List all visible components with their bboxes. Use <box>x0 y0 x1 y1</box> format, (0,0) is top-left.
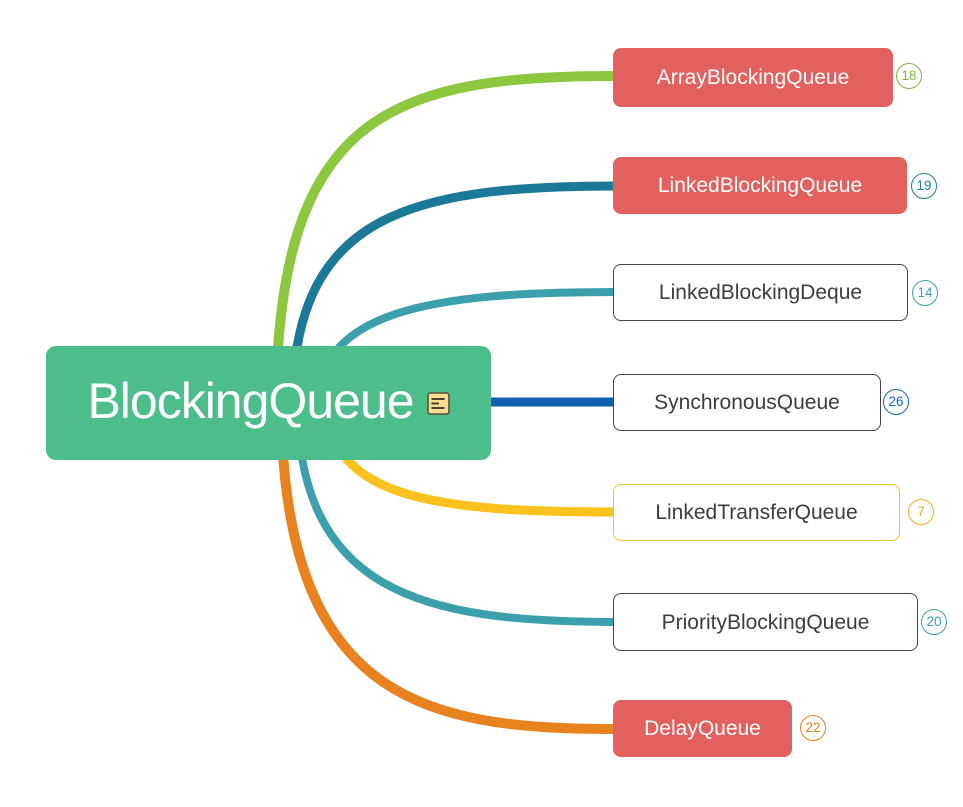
node-label: LinkedTransferQueue <box>655 501 858 524</box>
node-linkedblockingdeque[interactable]: LinkedBlockingDeque <box>613 264 908 321</box>
node-synchronousqueue[interactable]: SynchronousQueue <box>613 374 881 431</box>
root-node-label: BlockingQueue <box>87 373 414 429</box>
node-linkedblockingqueue[interactable]: LinkedBlockingQueue <box>613 157 907 214</box>
branch-priorityblockingqueue <box>293 395 618 626</box>
root-node-blockingqueue[interactable]: BlockingQueue <box>46 346 491 460</box>
note-icon[interactable] <box>426 391 450 415</box>
badge-priorityblockingqueue-count[interactable]: 20 <box>921 609 947 635</box>
node-label: LinkedBlockingQueue <box>657 174 863 197</box>
branch-linkedblockingqueue <box>287 181 618 413</box>
badge-linkedblockingdeque-count[interactable]: 14 <box>912 280 938 306</box>
node-delayqueue[interactable]: DelayQueue <box>613 700 792 757</box>
node-label: SynchronousQueue <box>654 391 840 414</box>
badge-synchronousqueue-count[interactable]: 26 <box>883 389 909 415</box>
node-label: DelayQueue <box>644 717 761 740</box>
node-arrayblockingqueue[interactable]: ArrayBlockingQueue <box>613 48 893 107</box>
node-label: LinkedBlockingDeque <box>658 281 863 304</box>
branch-delayqueue <box>276 395 618 734</box>
node-linkedtransferqueue[interactable]: LinkedTransferQueue <box>613 484 900 541</box>
node-priorityblockingqueue[interactable]: PriorityBlockingQueue <box>613 593 918 651</box>
badge-arrayblockingqueue-count[interactable]: 18 <box>896 63 922 89</box>
node-label: PriorityBlockingQueue <box>661 610 870 634</box>
badge-delayqueue-count[interactable]: 22 <box>800 715 826 741</box>
badge-linkedtransferqueue-count[interactable]: 7 <box>908 499 934 525</box>
node-label: ArrayBlockingQueue <box>656 66 850 89</box>
badge-linkedblockingqueue-count[interactable]: 19 <box>911 173 937 199</box>
branch-arrayblockingqueue <box>271 71 618 413</box>
